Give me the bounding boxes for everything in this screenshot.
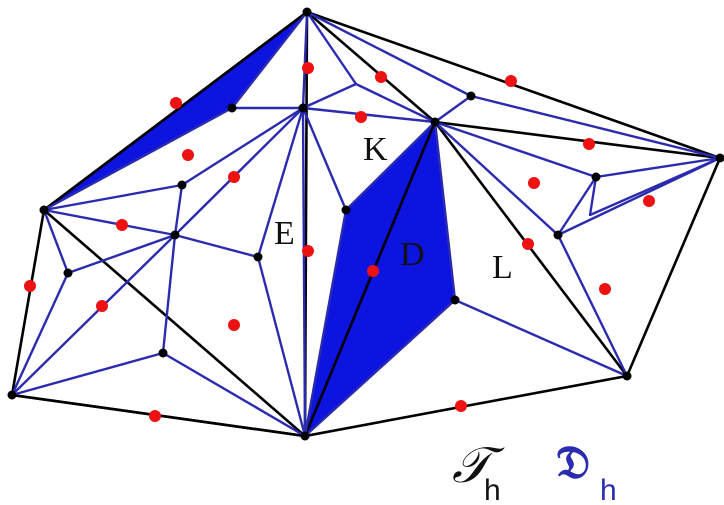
vertex-dot	[177, 180, 187, 190]
edge-midpoint-dot	[522, 238, 534, 250]
edge-midpoint-dot	[228, 319, 240, 331]
dual-edge	[173, 106, 305, 237]
dual-edge	[256, 106, 305, 259]
dual-edge	[42, 183, 184, 212]
label-K: K	[363, 131, 388, 168]
vertex-dot	[302, 7, 312, 17]
vertex-dot	[300, 431, 310, 441]
vertex-dot	[466, 91, 476, 101]
edge-midpoint-dot	[228, 171, 240, 183]
dual-edge	[556, 175, 598, 237]
dual-edge	[173, 233, 260, 259]
dual-edge	[10, 351, 165, 397]
vertex-dot	[7, 390, 17, 400]
vertex-dot	[450, 295, 460, 305]
legend-dual-subscript: h	[600, 474, 617, 505]
dual-edge	[305, 10, 473, 124]
dual-edge	[66, 233, 177, 275]
vertex-dot	[227, 103, 237, 113]
dual-edge	[301, 82, 358, 110]
vertex-dot	[591, 172, 601, 182]
dual-edge	[10, 233, 177, 397]
vertex-dot	[622, 371, 632, 381]
edge-midpoint-dot	[96, 300, 108, 312]
dual-edge	[433, 120, 560, 237]
label-D: D	[400, 236, 425, 273]
primal-edge	[305, 10, 437, 124]
dual-edge	[301, 106, 307, 438]
dual-edge	[161, 351, 307, 438]
dual-edge	[301, 106, 348, 212]
dual-edge	[42, 208, 177, 237]
label-L: L	[492, 249, 513, 286]
edge-midpoint-dot	[599, 283, 611, 295]
dual-edge	[301, 10, 309, 110]
edge-midpoints	[24, 62, 655, 422]
dual-edge	[556, 156, 722, 237]
primal-edge	[303, 120, 437, 438]
edge-midpoint-dot	[355, 111, 367, 123]
legend-dual-symbol: 𝔇	[556, 435, 590, 489]
vertex-dot	[430, 117, 440, 127]
label-E: E	[274, 215, 295, 252]
dual-edge	[301, 106, 437, 124]
edge-midpoint-dot	[182, 149, 194, 161]
edge-midpoint-dot	[116, 219, 128, 231]
dual-edge	[588, 156, 722, 217]
dual-edge	[453, 298, 629, 378]
dual-edge	[10, 271, 70, 397]
dual-mesh	[10, 10, 722, 438]
dual-edge	[433, 120, 722, 179]
dual-edge	[173, 183, 184, 237]
vertex-dot	[715, 153, 724, 163]
mesh-vertices	[7, 7, 724, 441]
vertex-dot	[63, 268, 73, 278]
edge-midpoint-dot	[455, 400, 467, 412]
dual-edge	[556, 233, 629, 378]
edge-midpoint-dot	[170, 97, 182, 109]
dual-edge	[469, 94, 722, 160]
dual-edge	[180, 106, 305, 187]
edge-midpoint-dot	[643, 195, 655, 207]
dual-edge	[161, 233, 177, 355]
edge-midpoint-dot	[24, 280, 36, 292]
edge-midpoint-dot	[149, 410, 161, 422]
vertex-dot	[253, 252, 263, 262]
primal-edge	[42, 10, 309, 212]
edge-midpoint-dot	[367, 265, 379, 277]
filled-dual-cell-D	[305, 122, 455, 436]
edge-midpoint-dot	[528, 177, 540, 189]
vertex-dot	[553, 230, 563, 240]
vertex-dot	[170, 230, 180, 240]
edge-midpoint-dot	[583, 138, 595, 150]
dual-edge	[42, 208, 70, 275]
edge-midpoint-dot	[302, 62, 314, 74]
primal-edge	[433, 120, 722, 160]
edge-midpoint-dot	[505, 75, 517, 87]
vertex-dot	[158, 348, 168, 358]
primal-edge	[42, 208, 307, 438]
edge-midpoint-dot	[302, 245, 314, 257]
edge-midpoint-dot	[375, 71, 387, 83]
vertex-dot	[39, 205, 49, 215]
legend: 𝒯 h 𝔇 h	[452, 435, 617, 505]
legend-primal-subscript: h	[484, 474, 501, 505]
vertex-dot	[341, 205, 351, 215]
vertex-dot	[298, 103, 308, 113]
dual-edge	[256, 255, 307, 438]
